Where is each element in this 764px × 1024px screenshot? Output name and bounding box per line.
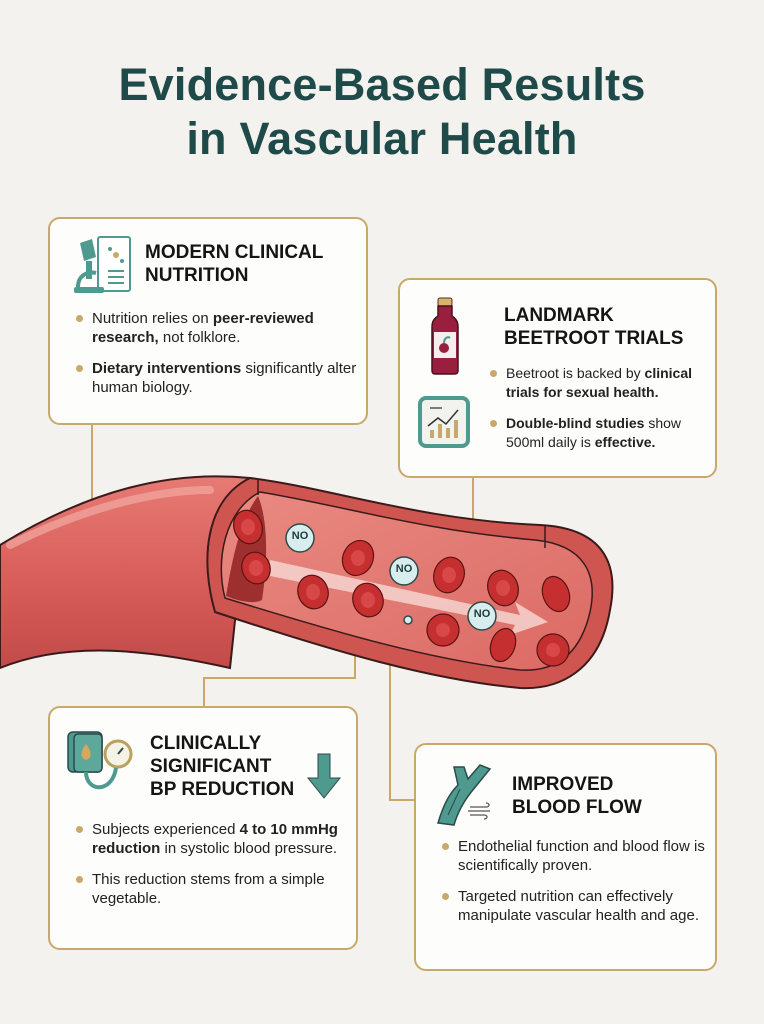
artery-flow-icon — [437, 764, 492, 826]
bullet-item: Targeted nutrition can effectively manip… — [438, 887, 708, 925]
bullet-item: Beetroot is backed by clinical trials fo… — [486, 364, 711, 402]
title-line-1: Evidence-Based Results — [118, 59, 646, 110]
bullet-list: Nutrition relies on peer-reviewed resear… — [72, 309, 357, 409]
bullet-list: Endothelial function and blood flow is s… — [438, 837, 708, 937]
blood-pressure-monitor-icon — [67, 731, 133, 790]
microscope-document-icon — [74, 236, 131, 293]
bullet-item: Dietary interventions significantly alte… — [72, 359, 357, 397]
bar-chart-trend-icon — [418, 396, 470, 448]
no-molecule-label: NO — [291, 530, 309, 542]
card-bp-reduction: CLINICALLY SIGNIFICANT BP REDUCTION Subj… — [48, 706, 358, 950]
bullet-item: Nutrition relies on peer-reviewed resear… — [72, 309, 357, 347]
no-molecule-label: NO — [473, 608, 491, 620]
bullet-list: Beetroot is backed by clinical trials fo… — [486, 364, 711, 464]
no-molecule-label: NO — [395, 563, 413, 575]
bullet-item: This reduction stems from a simple veget… — [72, 870, 347, 908]
bullet-item: Double-blind studies show 500ml daily is… — [486, 414, 711, 452]
bullet-item: Endothelial function and blood flow is s… — [438, 837, 708, 875]
card-landmark-beetroot-trials: LANDMARK BEETROOT TRIALS Beetroot is bac… — [398, 278, 717, 478]
card-heading: CLINICALLY SIGNIFICANT BP REDUCTION — [150, 733, 295, 800]
card-heading: LANDMARK BEETROOT TRIALS — [504, 305, 684, 349]
bullet-item: Subjects experienced 4 to 10 mmHg reduct… — [72, 820, 347, 858]
down-arrow-icon — [306, 753, 342, 799]
title-line-2: in Vascular Health — [186, 113, 578, 164]
juice-bottle-icon — [431, 297, 459, 375]
card-modern-clinical-nutrition: MODERN CLINICAL NUTRITION Nutrition reli… — [48, 217, 368, 425]
blood-vessel-illustration — [0, 475, 614, 690]
bullet-list: Subjects experienced 4 to 10 mmHg reduct… — [72, 820, 347, 920]
card-improved-blood-flow: IMPROVED BLOOD FLOW Endothelial function… — [414, 743, 717, 971]
card-heading: IMPROVED BLOOD FLOW — [512, 774, 642, 818]
page-title: Evidence-Based Results in Vascular Healt… — [0, 58, 764, 166]
card-heading: MODERN CLINICAL NUTRITION — [145, 242, 324, 286]
